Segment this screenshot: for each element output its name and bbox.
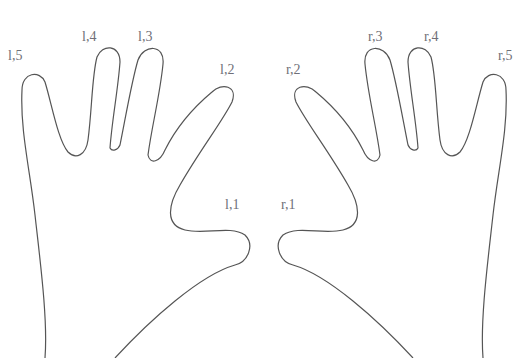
finger-label: l,1 [225,197,239,212]
finger-label: l,2 [220,62,234,77]
right-hand [278,48,506,358]
finger-label: r,3 [368,29,383,44]
finger-label: l,4 [82,29,96,44]
finger-label: r,2 [286,62,301,77]
finger-label: r,5 [498,48,513,63]
finger-label: l,3 [138,29,152,44]
finger-label: r,4 [424,29,439,44]
left-hand [22,48,250,358]
finger-label: r,1 [281,197,296,212]
finger-label: l,5 [8,48,22,63]
